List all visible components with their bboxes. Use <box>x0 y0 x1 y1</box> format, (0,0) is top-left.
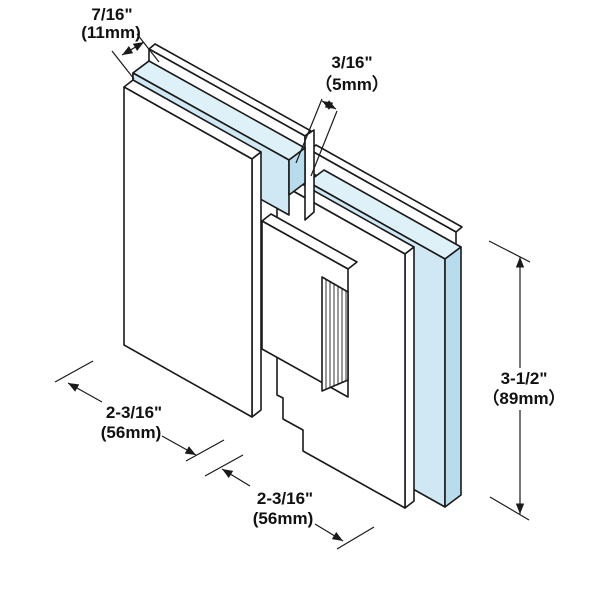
label-glass-gap-in: 3/16" <box>331 53 372 72</box>
left-back-plate <box>148 43 315 221</box>
dimension-glass-gap <box>295 98 338 177</box>
dimension-right-plate-width <box>204 454 375 550</box>
spring-pin-hatching <box>325 279 347 389</box>
dimension-left-plate-width <box>54 360 225 462</box>
label-right-plate-width-mm: (56mm) <box>253 509 313 528</box>
left-hinge-plate <box>123 79 262 418</box>
label-left-plate-width-mm: (56mm) <box>101 423 161 442</box>
label-hinge-height-in: 3-1/2" <box>501 369 548 388</box>
label-left-plate-width-in: 2-3/16" <box>106 403 162 422</box>
pivot-recess <box>321 276 349 392</box>
label-glass-gap-mm: （5mm） <box>315 74 389 94</box>
dimension-glass-thickness <box>111 33 160 80</box>
label-right-plate-width-in: 2-3/16" <box>257 489 313 508</box>
hinge-knuckle <box>261 213 358 398</box>
dimension-hinge-height <box>488 240 531 521</box>
label-hinge-height-mm: （89mm） <box>482 388 565 408</box>
label-glass-thickness-in: 7/16" <box>91 5 132 24</box>
label-glass-thickness-mm: (11mm) <box>81 23 141 42</box>
dimension-labels: 7/16" (11mm) 3/16" （5mm） 3-1/2" （89mm） 2… <box>81 5 565 528</box>
